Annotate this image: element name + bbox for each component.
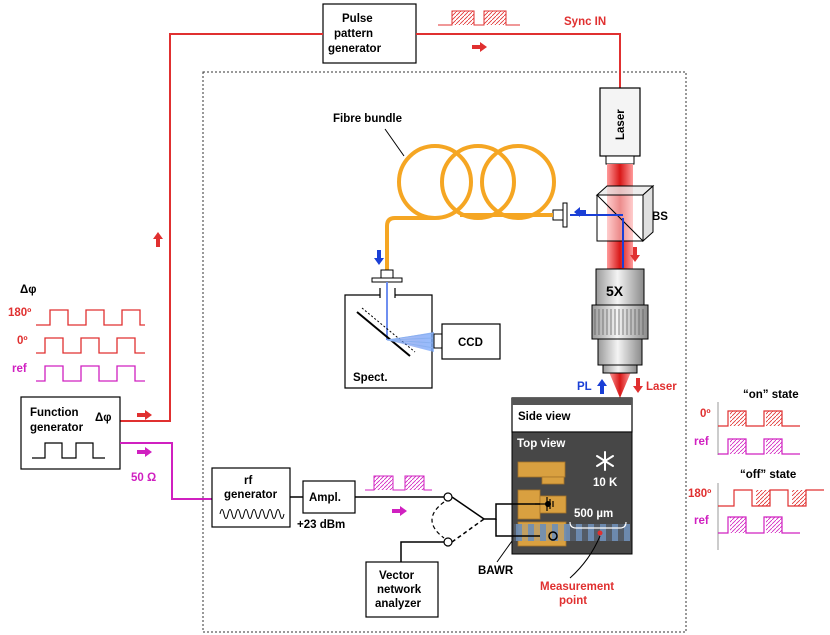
on-0-label: 0º: [700, 408, 711, 420]
off-state-label: “off” state: [740, 469, 796, 481]
scale-bar-label: 500 µm: [574, 508, 613, 520]
waveform-0: [36, 337, 145, 354]
waveform-ref: [36, 365, 145, 382]
sync-pulse-train: [438, 10, 520, 26]
on-state-label: “on” state: [743, 389, 799, 401]
phase-0-label: 0º: [17, 335, 28, 347]
bs-label: BS: [652, 211, 668, 223]
top-view-label: Top view: [517, 438, 565, 450]
gain-label: +23 dBm: [297, 519, 345, 531]
pl-label: PL: [577, 381, 592, 393]
arrow-up-sync: [153, 232, 163, 247]
sync-cable-left: [120, 33, 323, 422]
beam-splitter: [595, 184, 655, 243]
ccd-label: CCD: [458, 337, 483, 349]
arrow-left-pl: [574, 207, 586, 217]
sync-cable-right: [416, 33, 621, 88]
arrow-down-laser: [633, 378, 643, 393]
fg-waveform: [32, 442, 105, 459]
objective-label: 5X: [606, 283, 624, 299]
measurement-point-label: Measurement point: [540, 581, 617, 607]
objective-5x: [591, 268, 649, 374]
temperature-label: 10 K: [593, 477, 618, 489]
spect-label: Spect.: [353, 372, 388, 384]
snowflake-icon: [596, 451, 614, 471]
bawr-contact-bottom: [548, 531, 558, 541]
off-ref-label: ref: [694, 515, 709, 527]
arrow-right-rf: [392, 506, 407, 516]
vna-label: Vector network analyzer: [375, 570, 424, 610]
on-state-waveforms: [717, 402, 800, 455]
laser-out-label: Laser: [646, 381, 677, 393]
vna-cable: [400, 541, 444, 562]
function-generator-box: [20, 396, 121, 470]
fibre-bundle-label: Fibre bundle: [333, 113, 402, 125]
fibre-coupler-mount: [552, 209, 564, 221]
arrow-up-pl: [597, 379, 607, 394]
arrow-right-fg-mag: [137, 447, 152, 457]
pulse-pattern-generator-label: Pulse pattern generator: [328, 13, 382, 55]
scale-bar: [569, 521, 627, 529]
ccd-window: [433, 333, 443, 349]
rf-pulse-train: [365, 475, 432, 491]
waveform-180: [36, 309, 145, 326]
ref-cable: [120, 442, 212, 500]
arrow-down-fibre: [374, 250, 384, 265]
function-generator-label: Function generator: [30, 407, 84, 434]
off-180-label: 180º: [688, 488, 711, 500]
bawr-label: BAWR: [478, 565, 514, 577]
switch-top-arm: [451, 496, 485, 520]
switch-node-top: [443, 492, 453, 502]
cryostat-enclosure: [202, 71, 687, 633]
laser-label: Laser: [615, 109, 627, 140]
fibre-bundle: [385, 144, 556, 270]
ampl-label: Ampl.: [309, 492, 341, 504]
phase-ref-label: ref: [12, 363, 27, 375]
fibre-terminal-plate: [371, 277, 403, 283]
phase-180-label: 180º: [8, 307, 31, 319]
side-view-label: Side view: [518, 411, 570, 423]
dispersed-rays: [386, 332, 435, 349]
laser-aperture: [605, 155, 635, 165]
spectrometer-box: [344, 294, 433, 389]
fifty-ohm-label: 50 Ω: [131, 472, 156, 484]
rf-generator-label: rf generator: [224, 475, 278, 501]
vna-box: [365, 561, 439, 618]
measurement-point-dot: [597, 530, 603, 536]
switch-bottom-arm: [451, 518, 485, 543]
sync-in-label: Sync IN: [564, 16, 606, 28]
switch-to-bawr: [484, 503, 540, 520]
laser-body: [599, 87, 641, 157]
switch-to-bawr-2: [495, 519, 540, 537]
arrow-right-sync: [472, 42, 487, 52]
amplifier-box: [302, 480, 356, 514]
bawr-contact-top: [545, 501, 551, 507]
on-ref-label: ref: [694, 436, 709, 448]
fg-delta-phi-label: Δφ: [95, 412, 112, 424]
bawr-pointer: [496, 540, 513, 563]
switch-node-bottom: [443, 537, 453, 547]
switch-throw-arc: [431, 501, 445, 539]
fibre-coupler-lens: [562, 202, 568, 228]
off-state-waveforms: [717, 483, 824, 550]
arrow-down-laser-bs: [630, 247, 640, 262]
rf-sine: [219, 509, 285, 519]
side-view-top-bar: [512, 398, 632, 405]
laser-beam-focus: [609, 372, 631, 398]
arrow-right-fg-red: [137, 410, 152, 420]
ccd-box: [441, 323, 501, 360]
measurement-point-pointer: [569, 535, 601, 579]
fibre-bundle-pointer: [384, 128, 405, 157]
delta-phi-label: Δφ: [20, 284, 37, 296]
fibre-terminal: [380, 269, 394, 279]
